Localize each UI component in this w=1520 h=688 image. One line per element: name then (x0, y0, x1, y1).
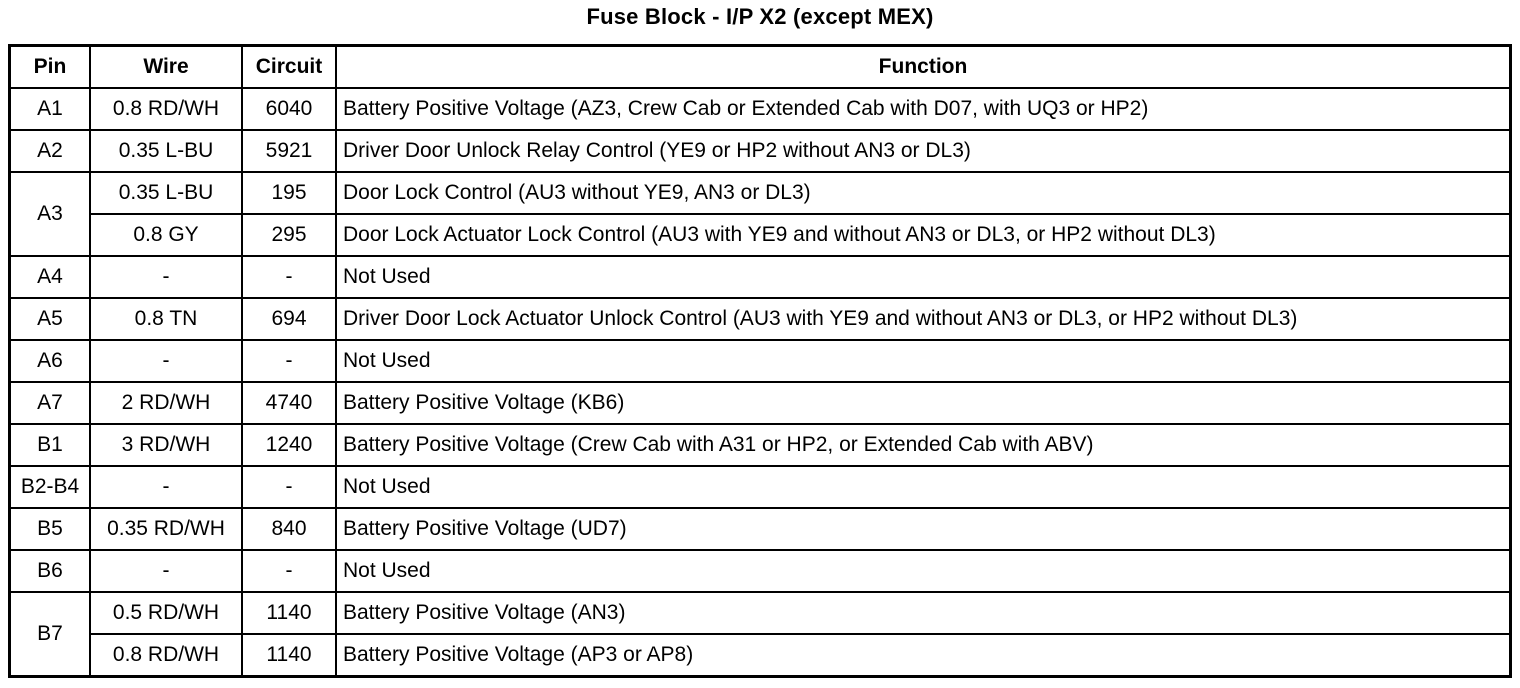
wire-cell: - (89, 255, 243, 299)
table-header: Pin Wire Circuit Function (8, 44, 1512, 89)
table-row: B2-B4--Not Used (8, 465, 1512, 509)
wire-cell: 0.8 RD/WH (89, 87, 243, 131)
wire-cell: 0.35 L-BU (89, 129, 243, 173)
pin-cell: A7 (8, 381, 91, 425)
pin-cell: A1 (8, 87, 91, 131)
wire-cell: 0.8 GY (89, 213, 243, 257)
function-cell: Battery Positive Voltage (KB6) (335, 381, 1512, 425)
wire-cell: 0.35 RD/WH (89, 507, 243, 551)
pin-cell: A4 (8, 255, 91, 299)
function-cell: Not Used (335, 465, 1512, 509)
pin-cell: B5 (8, 507, 91, 551)
function-cell: Battery Positive Voltage (AN3) (335, 591, 1512, 635)
function-cell: Driver Door Unlock Relay Control (YE9 or… (335, 129, 1512, 173)
pin-cell: A6 (8, 339, 91, 383)
table-row: B6--Not Used (8, 549, 1512, 593)
circuit-cell: 5921 (241, 129, 337, 173)
circuit-cell: - (241, 549, 337, 593)
wire-cell: 3 RD/WH (89, 423, 243, 467)
pin-cell: B2-B4 (8, 465, 91, 509)
circuit-cell: - (241, 255, 337, 299)
table-row: A4--Not Used (8, 255, 1512, 299)
function-cell: Not Used (335, 549, 1512, 593)
circuit-cell: 694 (241, 297, 337, 341)
circuit-cell: 840 (241, 507, 337, 551)
circuit-cell: 4740 (241, 381, 337, 425)
function-cell: Battery Positive Voltage (AP3 or AP8) (335, 633, 1512, 678)
function-cell: Battery Positive Voltage (UD7) (335, 507, 1512, 551)
pin-cell: A3 (8, 171, 91, 257)
function-cell: Not Used (335, 339, 1512, 383)
pin-cell: A5 (8, 297, 91, 341)
function-cell: Driver Door Lock Actuator Unlock Control… (335, 297, 1512, 341)
wire-cell: 2 RD/WH (89, 381, 243, 425)
function-cell: Battery Positive Voltage (AZ3, Crew Cab … (335, 87, 1512, 131)
wire-cell: 0.8 RD/WH (89, 633, 243, 678)
function-cell: Not Used (335, 255, 1512, 299)
wire-cell: - (89, 465, 243, 509)
circuit-cell: 1240 (241, 423, 337, 467)
header-circuit: Circuit (241, 44, 337, 89)
circuit-cell: 195 (241, 171, 337, 215)
circuit-cell: 295 (241, 213, 337, 257)
header-wire: Wire (89, 44, 243, 89)
pin-cell: B7 (8, 591, 91, 678)
wire-cell: 0.35 L-BU (89, 171, 243, 215)
wire-cell: - (89, 549, 243, 593)
circuit-cell: 1140 (241, 591, 337, 635)
pin-cell: A2 (8, 129, 91, 173)
page-title: Fuse Block - I/P X2 (except MEX) (586, 4, 934, 29)
circuit-cell: - (241, 339, 337, 383)
pin-cell: B1 (8, 423, 91, 467)
wire-cell: 0.8 TN (89, 297, 243, 341)
circuit-cell: 1140 (241, 633, 337, 678)
header-row: Pin Wire Circuit Function (8, 44, 1512, 89)
circuit-cell: 6040 (241, 87, 337, 131)
function-cell: Door Lock Control (AU3 without YE9, AN3 … (335, 171, 1512, 215)
header-pin: Pin (8, 44, 91, 89)
circuit-cell: - (241, 465, 337, 509)
function-cell: Door Lock Actuator Lock Control (AU3 wit… (335, 213, 1512, 257)
header-function: Function (335, 44, 1512, 89)
wire-cell: - (89, 339, 243, 383)
function-cell: Battery Positive Voltage (Crew Cab with … (335, 423, 1512, 467)
wire-cell: 0.5 RD/WH (89, 591, 243, 635)
pin-cell: B6 (8, 549, 91, 593)
table-row: A6--Not Used (8, 339, 1512, 383)
